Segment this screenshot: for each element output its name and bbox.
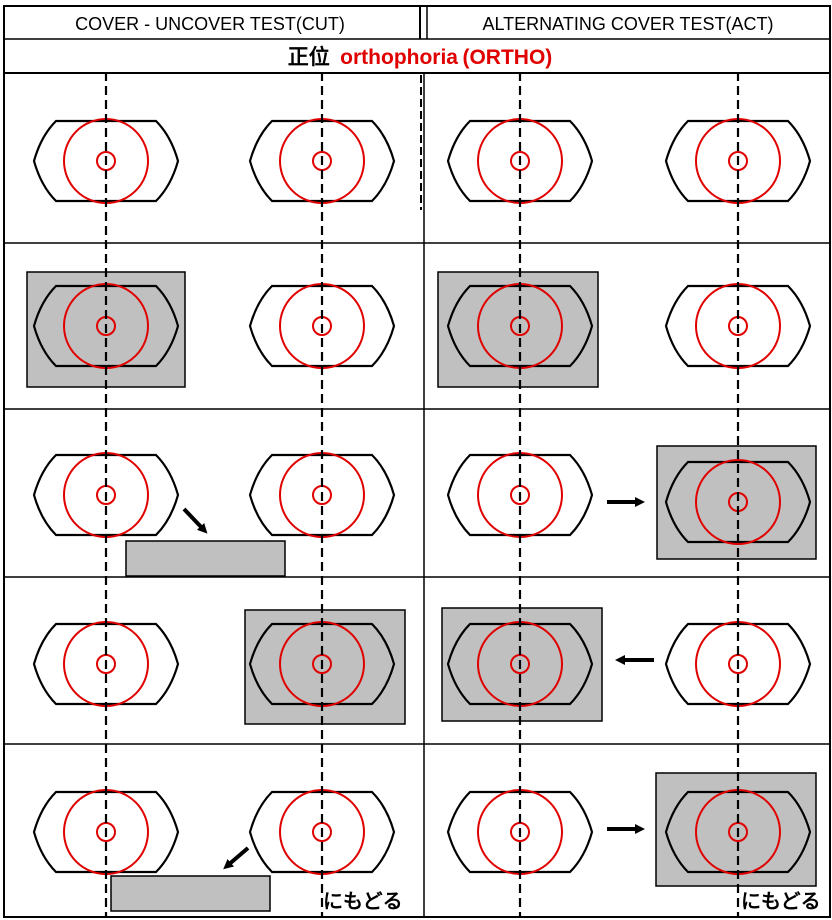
page-title: 正位 orthophoria (ORTHO) [288, 45, 553, 69]
occluder-card [110, 875, 271, 912]
header-cut: COVER - UNCOVER TEST(CUT) [75, 14, 345, 34]
occluder-card [125, 540, 286, 577]
back-link-act[interactable]: にもどる [741, 889, 821, 913]
axis-lines [104, 72, 740, 917]
title-abbr: (ORTHO) [462, 46, 552, 69]
arrows [182, 497, 654, 870]
back-link-cut[interactable]: にもどる [323, 889, 403, 913]
title-jp: 正位 [288, 45, 330, 69]
table-grid [3, 5, 831, 918]
arrow-icon [182, 507, 208, 534]
title-en: orthophoria [340, 46, 458, 69]
header-act: ALTERNATING COVER TEST(ACT) [482, 14, 773, 34]
arrow-icon [223, 846, 250, 870]
